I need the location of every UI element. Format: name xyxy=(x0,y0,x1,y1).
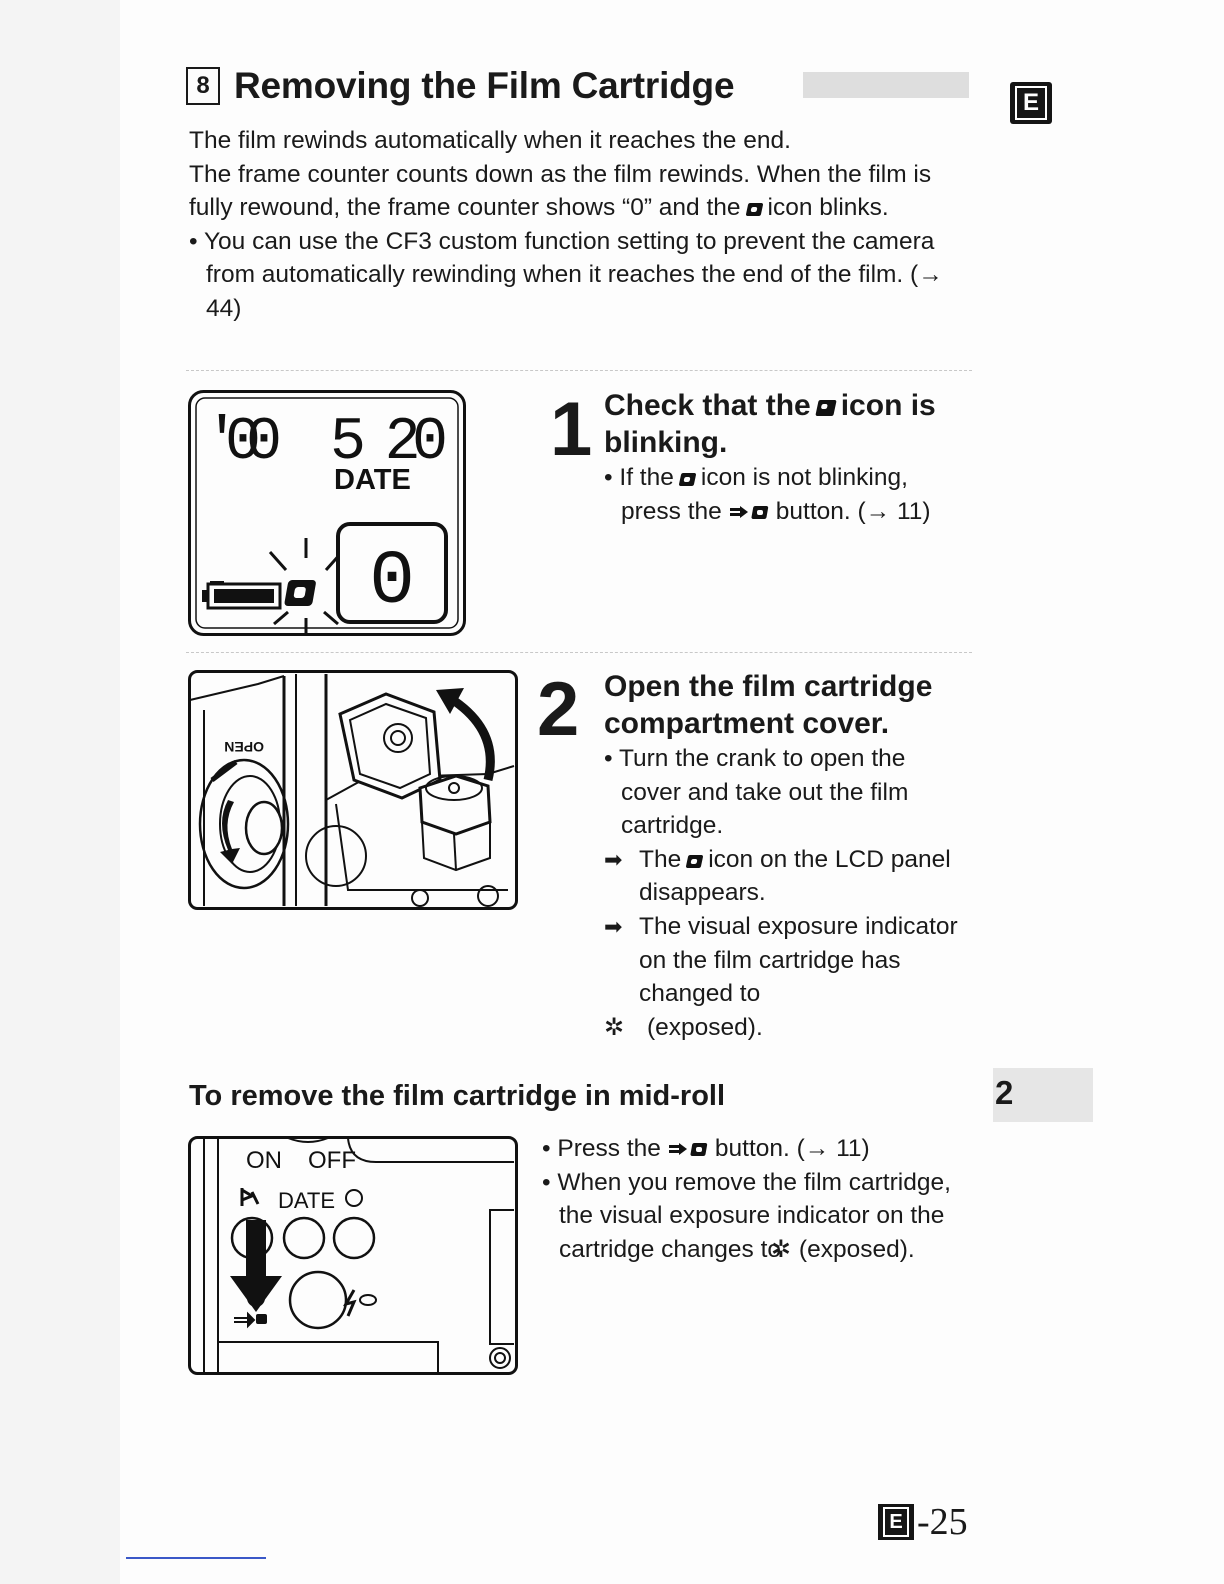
crank-dial xyxy=(198,758,290,890)
divider xyxy=(186,370,972,371)
intro-bullet: • You can use the CF3 custom function se… xyxy=(189,227,943,322)
intro-paragraph-2: The frame counter counts down as the fil… xyxy=(189,158,979,225)
curved-arrow-icon xyxy=(447,694,495,782)
step-2-number: 2 xyxy=(537,667,580,752)
film-cartridge-icon xyxy=(745,203,763,217)
on-label: ON xyxy=(246,1147,282,1174)
left-gutter xyxy=(0,0,120,1584)
intro-p2-text: The frame counter counts down as the fil… xyxy=(189,160,932,222)
lcd-year: '00 xyxy=(204,409,282,477)
section-number-box: 8 xyxy=(186,67,220,105)
page-number-prefix: E xyxy=(883,1507,909,1537)
film-cartridge-icon xyxy=(678,473,697,486)
flash-icon xyxy=(342,1289,357,1317)
midroll-body: • Press the button. (→ 11) • When you rem… xyxy=(542,1132,952,1266)
lcd-panel-illustration: '00 5 20 DATE 0 xyxy=(188,390,466,636)
rotate-arrow-icon xyxy=(220,800,240,864)
midroll-bullet-1-end: button. (→ 11) xyxy=(714,1135,870,1162)
step-1-heading-end: icon is blinking. xyxy=(604,389,936,459)
film-cartridge-icon xyxy=(685,854,704,868)
step-2-bullet: • Turn the crank to open the cover and t… xyxy=(604,745,909,840)
lcd-film-icon xyxy=(268,538,344,636)
page-number: E -25 xyxy=(878,1500,968,1544)
step-2-result-1-end: icon on the LCD panel disappears. xyxy=(639,845,951,907)
page-number-badge: E xyxy=(878,1504,914,1540)
flash-button[interactable] xyxy=(288,1270,348,1330)
cartridge-cover xyxy=(338,692,442,800)
footer-line xyxy=(126,1557,266,1559)
title-decoration-bar xyxy=(803,72,969,98)
midroll-bullet-2-end: (exposed). xyxy=(798,1235,915,1263)
midroll-bullet-1: • Press the button. (→ 11) xyxy=(542,1132,952,1166)
divider xyxy=(186,652,972,653)
step-2-result-1-start: The xyxy=(639,845,682,873)
lcd-date-label: DATE xyxy=(334,464,411,496)
midroll-heading: To remove the film cartridge in mid-roll xyxy=(189,1080,726,1112)
lcd-date: 5 20 xyxy=(330,409,448,477)
midroll-bullet-1-start: • Press the xyxy=(542,1135,661,1162)
crank-handle xyxy=(244,800,284,856)
title-row: 8 Removing the Film Cartridge xyxy=(186,62,735,110)
open-label: OPEN xyxy=(224,739,264,755)
language-badge: E xyxy=(1010,82,1052,124)
film-cartridge-icon xyxy=(815,400,837,416)
intro-paragraph-1: The film rewinds automatically when it r… xyxy=(189,127,791,154)
step-1-bullet-start: • If the xyxy=(604,464,674,491)
step-2-heading: Open the film cartridge compartment cove… xyxy=(604,670,933,740)
intro-text: The film rewinds automatically when it r… xyxy=(189,124,979,326)
self-timer-icon xyxy=(345,1189,363,1207)
page-title: Removing the Film Cartridge xyxy=(234,65,735,106)
language-badge-letter: E xyxy=(1015,86,1047,120)
step-1-heading-text: Check that the xyxy=(604,389,811,422)
step-2-result-2-end: (exposed). xyxy=(647,1013,763,1041)
date-button[interactable] xyxy=(282,1216,326,1260)
result-arrow-icon: ➡ xyxy=(604,913,623,939)
step-2-result-2: ➡ The visual exposure indicator on the fi… xyxy=(604,910,964,1044)
midroll-bullet-2-start: • When you remove the film cartridge, th… xyxy=(542,1168,951,1263)
chapter-tab: 2 xyxy=(993,1068,1093,1122)
step-1-number: 1 xyxy=(550,387,593,472)
off-label: OFF xyxy=(308,1147,356,1174)
film-cartridge xyxy=(418,774,492,872)
rewind-button-icon xyxy=(234,1311,256,1329)
rewind-button-icon xyxy=(729,505,768,519)
intro-p2-end: icon blinks. xyxy=(767,194,889,222)
step-1-bullet-mid: icon is not blinking, press the xyxy=(621,464,908,525)
flag-icon xyxy=(240,1188,260,1206)
step-1-bullet-end: button. (→ 11) xyxy=(775,497,931,525)
rewind-button-icon xyxy=(668,1143,708,1156)
date-label: DATE xyxy=(278,1188,335,1213)
exposed-indicator-icon: ✲ xyxy=(770,1235,791,1263)
result-arrow-icon: ➡ xyxy=(604,846,623,872)
step-2-body: • Turn the crank to open the cover and t… xyxy=(604,742,964,1044)
midroll-bullet-2: • When you remove the film cartridge, th… xyxy=(542,1166,952,1267)
camera-open-cover-illustration: OPEN xyxy=(188,670,518,910)
step-2-result-2-start: The visual exposure indicator on the fil… xyxy=(639,912,958,1008)
frame-counter-value: 0 xyxy=(369,539,415,625)
frame-counter-box xyxy=(336,522,448,624)
camera-buttons-illustration: ON OFF DATE xyxy=(188,1136,518,1375)
self-timer-button[interactable] xyxy=(332,1216,376,1260)
page-number-value: -25 xyxy=(917,1501,968,1543)
red-eye-icon xyxy=(359,1294,377,1306)
battery-icon xyxy=(202,581,282,610)
press-arrow-icon xyxy=(246,1220,266,1280)
